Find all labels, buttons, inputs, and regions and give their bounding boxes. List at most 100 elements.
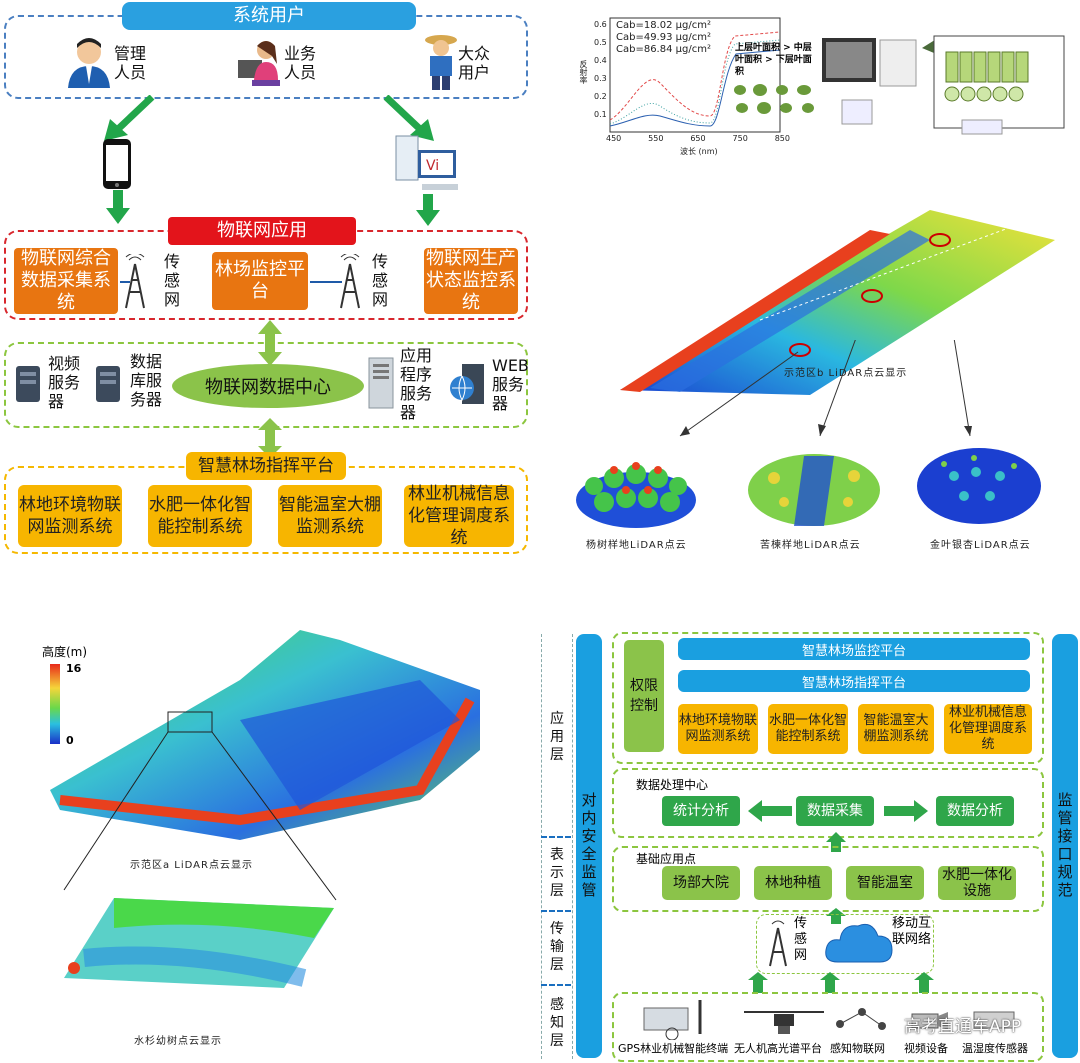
- ginkgo-caption: 金叶银杏LiDAR点云: [930, 540, 1031, 551]
- callout-lines: [679, 340, 972, 437]
- business-label: 业务人员: [284, 44, 317, 82]
- dpc-box: [612, 768, 1044, 838]
- device-3-label: 感知物联网: [830, 1042, 885, 1055]
- legend-item-1: Cab=18.02 μg/cm²: [616, 20, 711, 31]
- app-server-label: 应用程序服务器: [400, 346, 433, 422]
- metasequoia-pointcloud-image: [64, 898, 334, 988]
- app-system-1: 林地环境物联网监测系统: [678, 704, 758, 754]
- system-2: 水肥一体化智能控制系统: [148, 485, 252, 547]
- svg-text:Vi: Vi: [426, 158, 439, 174]
- xtick: 750: [732, 134, 748, 143]
- server-tower-icon: [368, 357, 394, 409]
- xtick: 550: [648, 134, 664, 143]
- mobile-phone-icon: [103, 139, 131, 189]
- zoom-lines: [63, 731, 337, 901]
- chart-ylabel: 反射率: [579, 60, 588, 84]
- system-users-header: 系统用户: [122, 2, 416, 30]
- public-user-icon: [425, 35, 457, 90]
- chinaberry-caption: 苦楝样地LiDAR点云: [760, 540, 861, 551]
- web-server-label: WEB服务器: [492, 356, 529, 413]
- instrument-diagram-image: [822, 35, 1065, 135]
- mobile-net-label: 移动互联网络: [892, 916, 932, 947]
- command-platform-header: 智慧林场指挥平台: [186, 452, 346, 480]
- dpc-title: 数据处理中心: [636, 778, 709, 792]
- chinaberry-pointcloud-image: [748, 454, 880, 526]
- ytick: 0.6: [594, 20, 607, 29]
- cloud-icon: [825, 923, 893, 963]
- ginkgo-pointcloud-image: [917, 448, 1041, 524]
- lidar-b-pointcloud-image: [620, 210, 1055, 395]
- ytick: 0.1: [594, 110, 607, 119]
- arrow-right-icon: [884, 800, 928, 822]
- sensor-net-label: 传感网: [794, 916, 808, 963]
- ytick: 0.4: [594, 56, 607, 65]
- business-user-icon: [238, 41, 280, 86]
- divider: [541, 910, 571, 912]
- video-camera-icon: [911, 1012, 948, 1030]
- ytick: 0.3: [594, 74, 607, 83]
- leaf-area-note: 上层叶面积 > 中层叶面积 > 下层叶面积: [735, 43, 812, 77]
- permission-box: 权限控制: [624, 640, 664, 752]
- iot-prod-box: 物联网生产状态监控系统: [424, 248, 518, 314]
- monitor-platform-bar: 智慧林场监控平台: [678, 638, 1030, 660]
- humidity-sensor-icon: [973, 1011, 1015, 1029]
- tower-icon: [120, 254, 145, 309]
- poplar-caption: 杨树样地LiDAR点云: [586, 540, 687, 551]
- internal-security-bar: 对内安全监管: [576, 634, 602, 1058]
- height-colorbar: [50, 664, 60, 744]
- lidar-a-caption: 示范区a LiDAR点云显示: [130, 860, 253, 871]
- data-center-ellipse: 物联网数据中心: [172, 364, 364, 408]
- base-point-4: 水肥一体化设施: [938, 866, 1016, 900]
- poplar-pointcloud-image: [576, 462, 696, 528]
- lidar-a-pointcloud-image: [50, 630, 480, 840]
- server-icon: [96, 366, 120, 402]
- db-server-label: 数据库服务器: [130, 352, 163, 409]
- sensing-box: [612, 992, 1044, 1062]
- system-1: 林地环境物联网监测系统: [18, 485, 122, 547]
- app-system-3: 智能温室大棚监测系统: [858, 704, 934, 754]
- watermark: 高考直通车APP: [904, 1017, 1022, 1037]
- system-3: 智能温室大棚监测系统: [278, 485, 382, 547]
- legend-item-2: Cab=49.93 μg/cm²: [616, 32, 711, 43]
- analysis-box: 数据分析: [936, 796, 1014, 826]
- app-system-2: 水肥一体化智能控制系统: [768, 704, 848, 754]
- base-points-title: 基础应用点: [636, 852, 697, 866]
- lidar-b-caption: 示范区b LiDAR点云显示: [784, 368, 908, 379]
- legend-item-3: Cab=86.84 μg/cm²: [616, 44, 711, 55]
- ytick: 0.5: [594, 38, 607, 47]
- divider: [541, 984, 571, 986]
- arrows-up-icon: [748, 972, 934, 993]
- reflectance-chart: [609, 17, 781, 133]
- legend-max: 16: [66, 662, 82, 675]
- legend-min: 0: [66, 734, 74, 747]
- xtick: 450: [606, 134, 622, 143]
- manager-label: 管理人员: [114, 44, 147, 82]
- sensor-net-label-1: 传感网: [164, 252, 181, 309]
- public-label: 大众用户: [458, 44, 491, 82]
- sensor-net-label-2: 传感网: [372, 252, 389, 309]
- device-5-label: 温湿度传感器: [962, 1042, 1028, 1055]
- forest-monitor-box: 林场监控平台: [212, 252, 308, 310]
- xtick: 850: [774, 134, 790, 143]
- app-system-4: 林业机械信息化管理调度系统: [944, 704, 1032, 754]
- tower-icon: [310, 254, 360, 309]
- chart-xlabel: 波长 (nm): [680, 147, 718, 156]
- collect-box: 数据采集: [796, 796, 874, 826]
- iot-sensor-icon: [836, 1008, 886, 1030]
- server-icon: [16, 366, 40, 402]
- web-server-icon: [450, 364, 484, 404]
- ytick: 0.2: [594, 92, 607, 101]
- arrow-down-icon: [416, 194, 440, 226]
- device-2-label: 无人机高光谱平台: [734, 1042, 822, 1055]
- stat-box: 统计分析: [662, 796, 740, 826]
- system-4: 林业机械信息化管理调度系统: [404, 484, 514, 548]
- height-legend-title: 高度(m): [42, 645, 88, 659]
- divider: [541, 836, 571, 838]
- command-platform-bar: 智慧林场指挥平台: [678, 670, 1030, 692]
- transport-box: [756, 914, 934, 974]
- iot-collect-box: 物联网综合数据采集系统: [14, 248, 118, 314]
- gps-terminal-icon: [643, 1000, 702, 1040]
- tower-icon: [769, 920, 787, 967]
- xtick: 650: [690, 134, 706, 143]
- layer-sense-label: 感知层: [550, 997, 564, 1049]
